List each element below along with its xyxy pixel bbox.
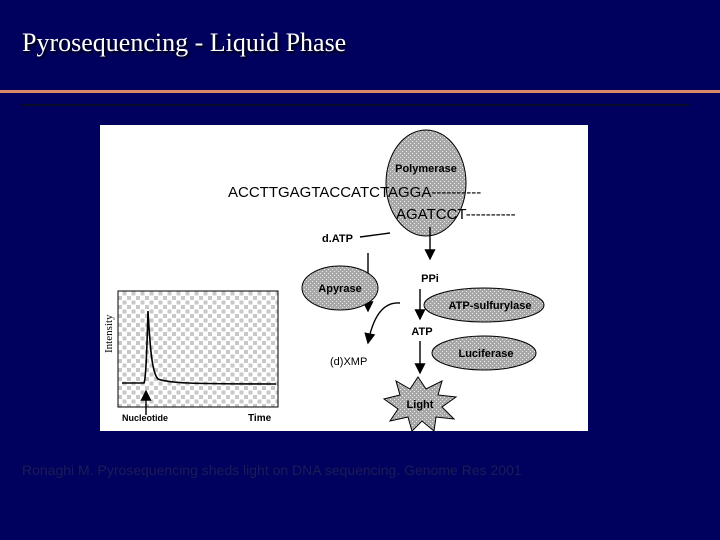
dxmp-label: (d)XMP xyxy=(330,356,367,368)
atp-sulfurylase-ellipse xyxy=(423,287,545,323)
graph-plot-area xyxy=(117,290,279,408)
light-label: Light xyxy=(407,399,434,411)
polymerase-ellipse xyxy=(385,129,467,237)
datp-link-line xyxy=(359,232,391,238)
pyrosequencing-figure: Polymerase ACCTTGAGTACCATCTAGGA---------… xyxy=(100,125,588,431)
apyrase-ellipse xyxy=(301,265,379,311)
divider-line xyxy=(22,104,690,106)
atp-sulfurylase-label: ATP-sulfurylase xyxy=(449,300,532,312)
graph-xlabel: Time xyxy=(248,413,272,424)
ppi-label: PPi xyxy=(421,273,439,285)
apyrase-label: Apyrase xyxy=(318,283,361,295)
template-strand: ACCTTGAGTACCATCTAGGA---------- xyxy=(228,184,481,201)
apyrase-curve-arrow xyxy=(364,302,401,345)
nucleotide-label: Nucleotide xyxy=(122,413,168,423)
polymerase-label: Polymerase xyxy=(395,163,457,175)
primer-strand: AGATCCT---------- xyxy=(396,206,516,223)
light-burst xyxy=(382,376,458,431)
luciferase-ellipse xyxy=(431,335,537,371)
atp-label: ATP xyxy=(411,326,432,338)
pyrosequencing-diagram: Polymerase ACCTTGAGTACCATCTAGGA---------… xyxy=(103,129,545,431)
title-underline xyxy=(0,90,720,93)
datp-label: d.ATP xyxy=(322,233,353,245)
graph-ylabel: Intensity xyxy=(103,314,115,353)
luciferase-label: Luciferase xyxy=(458,348,513,360)
citation-text: Ronaghi M. Pyrosequencing sheds light on… xyxy=(22,462,522,478)
slide-title: Pyrosequencing - Liquid Phase xyxy=(22,28,347,57)
intensity-trace xyxy=(122,310,277,385)
